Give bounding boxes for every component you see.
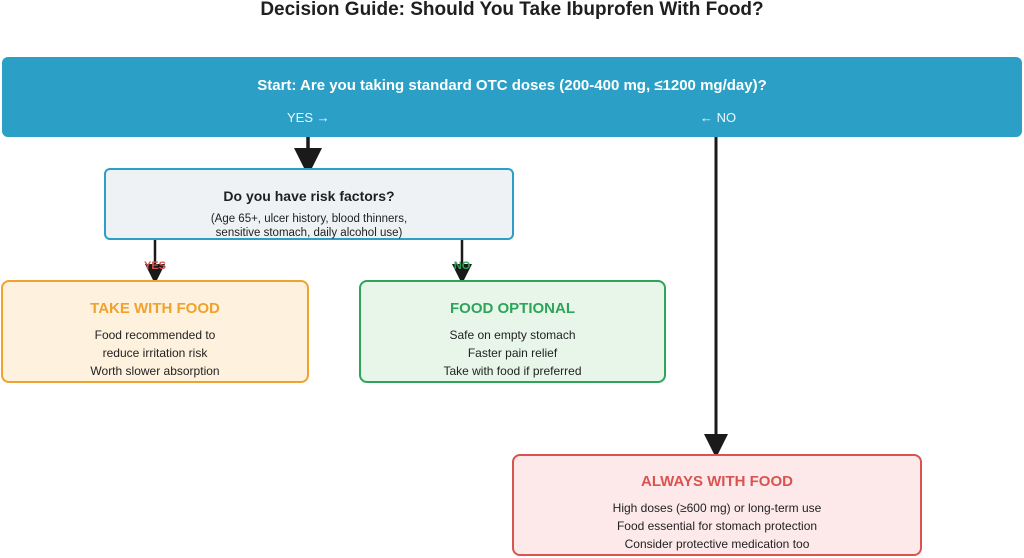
risk-detail-line: (Age 65+, ulcer history, blood thinners,: [210, 213, 408, 225]
food-optional-line: Faster pain relief: [467, 346, 558, 360]
always-with-food-line: High doses (≥600 mg) or long-term use: [612, 501, 822, 515]
risk-question: Do you have risk factors?: [223, 188, 395, 204]
start-no-label: ← NO: [700, 110, 737, 125]
always-with-food-node: ALWAYS WITH FOOD High doses (≥600 mg) or…: [512, 454, 922, 556]
food-optional-line: Safe on empty stomach: [449, 328, 576, 342]
food-optional-line: Take with food if preferred: [443, 364, 582, 378]
take-with-food-line: reduce irritation risk: [102, 346, 208, 360]
always-with-food-heading: ALWAYS WITH FOOD: [641, 473, 793, 490]
food-optional-heading: FOOD OPTIONAL: [450, 300, 575, 317]
always-with-food-line: Food essential for stomach protection: [616, 519, 818, 533]
risk-details: (Age 65+, ulcer history, blood thinners,…: [106, 212, 512, 240]
risk-detail-line: sensitive stomach, daily alcohol use): [215, 227, 403, 239]
always-with-food-line: Consider protective medication too: [624, 537, 810, 551]
start-yes-label: YES →: [287, 110, 330, 125]
start-node: Start: Are you taking standard OTC doses…: [2, 57, 1022, 137]
take-with-food-node: TAKE WITH FOOD Food recommended to reduc…: [1, 280, 309, 383]
diagram-title: Decision Guide: Should You Take Ibuprofe…: [260, 0, 764, 20]
start-question: Start: Are you taking standard OTC doses…: [257, 77, 767, 94]
take-with-food-line: Food recommended to: [94, 328, 216, 342]
take-with-food-line: Worth slower absorption: [90, 364, 220, 378]
risk-yes-label: YES: [143, 260, 166, 272]
risk-no-label: NO: [453, 260, 471, 272]
risk-factors-node: Do you have risk factors? (Age 65+, ulce…: [104, 168, 514, 240]
take-with-food-heading: TAKE WITH FOOD: [90, 300, 220, 317]
food-optional-node: FOOD OPTIONAL Safe on empty stomach Fast…: [359, 280, 666, 383]
